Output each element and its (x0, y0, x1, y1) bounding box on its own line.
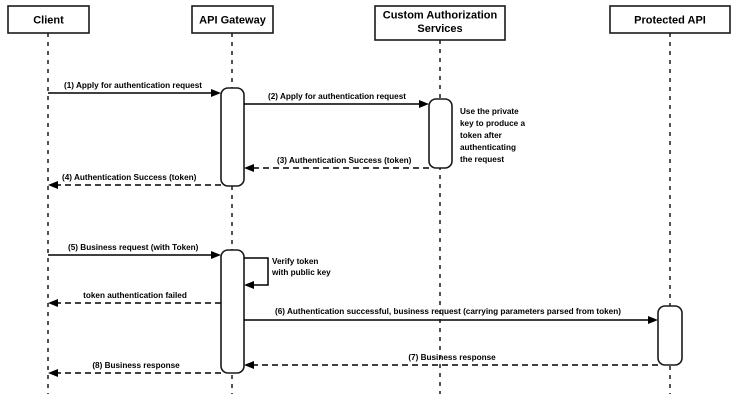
message-3[interactable]: (3) Authentication Success (token) (244, 156, 429, 172)
participant-box-custom-authorization-services (374, 5, 506, 41)
activation-api-gateway-auth[interactable] (220, 87, 245, 187)
note-private-key-line-4: authenticating (460, 143, 516, 152)
participant-head-client[interactable]: Client (7, 5, 90, 34)
message-7-label: (7) Business response (408, 353, 496, 362)
note-private-key-line-3: token after (460, 131, 503, 140)
activation-custom-authorization-services[interactable] (428, 98, 453, 169)
note-private-key-line-1: Use the private (460, 107, 519, 116)
message-self-verify-token[interactable]: Verify token with public key (244, 257, 331, 289)
message-6-label: (6) Authentication successful, business … (275, 307, 621, 316)
message-3-arrowhead (244, 164, 254, 172)
message-7[interactable]: (7) Business response (244, 353, 658, 369)
message-8-arrowhead (48, 369, 58, 377)
participant-label-client: Client (33, 14, 64, 26)
message-5[interactable]: (5) Business request (with Token) (48, 243, 221, 259)
note-private-key-line-2: key to produce a (460, 119, 526, 128)
note-private-key-line-5: the request (460, 155, 504, 164)
message-self-verify-token-path (244, 257, 269, 286)
activation-protected-api[interactable] (657, 305, 683, 366)
message-8[interactable]: (8) Business response (48, 361, 221, 377)
message-1[interactable]: (1) Apply for authentication request (48, 81, 221, 97)
message-self-verify-token-label-line2: with public key (271, 268, 331, 277)
participant-box-api-gateway (191, 5, 274, 34)
message-7-arrowhead (244, 361, 254, 369)
message-1-arrowhead (211, 89, 221, 97)
participant-label-api-gateway: API Gateway (199, 14, 267, 26)
message-4-arrowhead (48, 181, 58, 189)
participant-box-client (7, 5, 90, 34)
message-token-authentication-failed-label: token authentication failed (83, 291, 187, 300)
message-token-authentication-failed-arrowhead (48, 299, 58, 307)
message-4[interactable]: (4) Authentication Success (token) (48, 173, 221, 189)
message-8-label: (8) Business response (92, 361, 180, 370)
participant-label-protected-api: Protected API (634, 14, 706, 26)
participant-box-protected-api (609, 5, 731, 34)
message-1-label: (1) Apply for authentication request (64, 81, 202, 90)
message-2-arrowhead (419, 100, 429, 108)
note-private-key: Use the private key to produce a token a… (460, 107, 526, 164)
participant-head-protected-api[interactable]: Protected API (609, 5, 731, 34)
message-6-arrowhead (648, 316, 658, 324)
message-2[interactable]: (2) Apply for authentication request (244, 92, 429, 108)
message-4-label: (4) Authentication Success (token) (62, 173, 197, 182)
message-5-label: (5) Business request (with Token) (68, 243, 199, 252)
message-6[interactable]: (6) Authentication successful, business … (244, 307, 658, 324)
participant-head-custom-authorization-services[interactable]: Custom Authorization Services (374, 5, 506, 41)
message-2-label: (2) Apply for authentication request (268, 92, 406, 101)
message-5-arrowhead (211, 251, 221, 259)
participant-label-custom-authorization-services-line1: Custom Authorization (383, 9, 498, 21)
message-self-verify-token-label-line1: Verify token (272, 257, 318, 266)
participant-head-api-gateway[interactable]: API Gateway (191, 5, 274, 34)
message-self-verify-token-arrowhead (244, 281, 254, 289)
activation-bars-group (220, 87, 683, 374)
activation-api-gateway-business[interactable] (220, 249, 245, 374)
participant-label-custom-authorization-services-line2: Services (417, 23, 462, 35)
message-token-authentication-failed[interactable]: token authentication failed (48, 291, 221, 307)
message-3-label: (3) Authentication Success (token) (277, 156, 412, 165)
